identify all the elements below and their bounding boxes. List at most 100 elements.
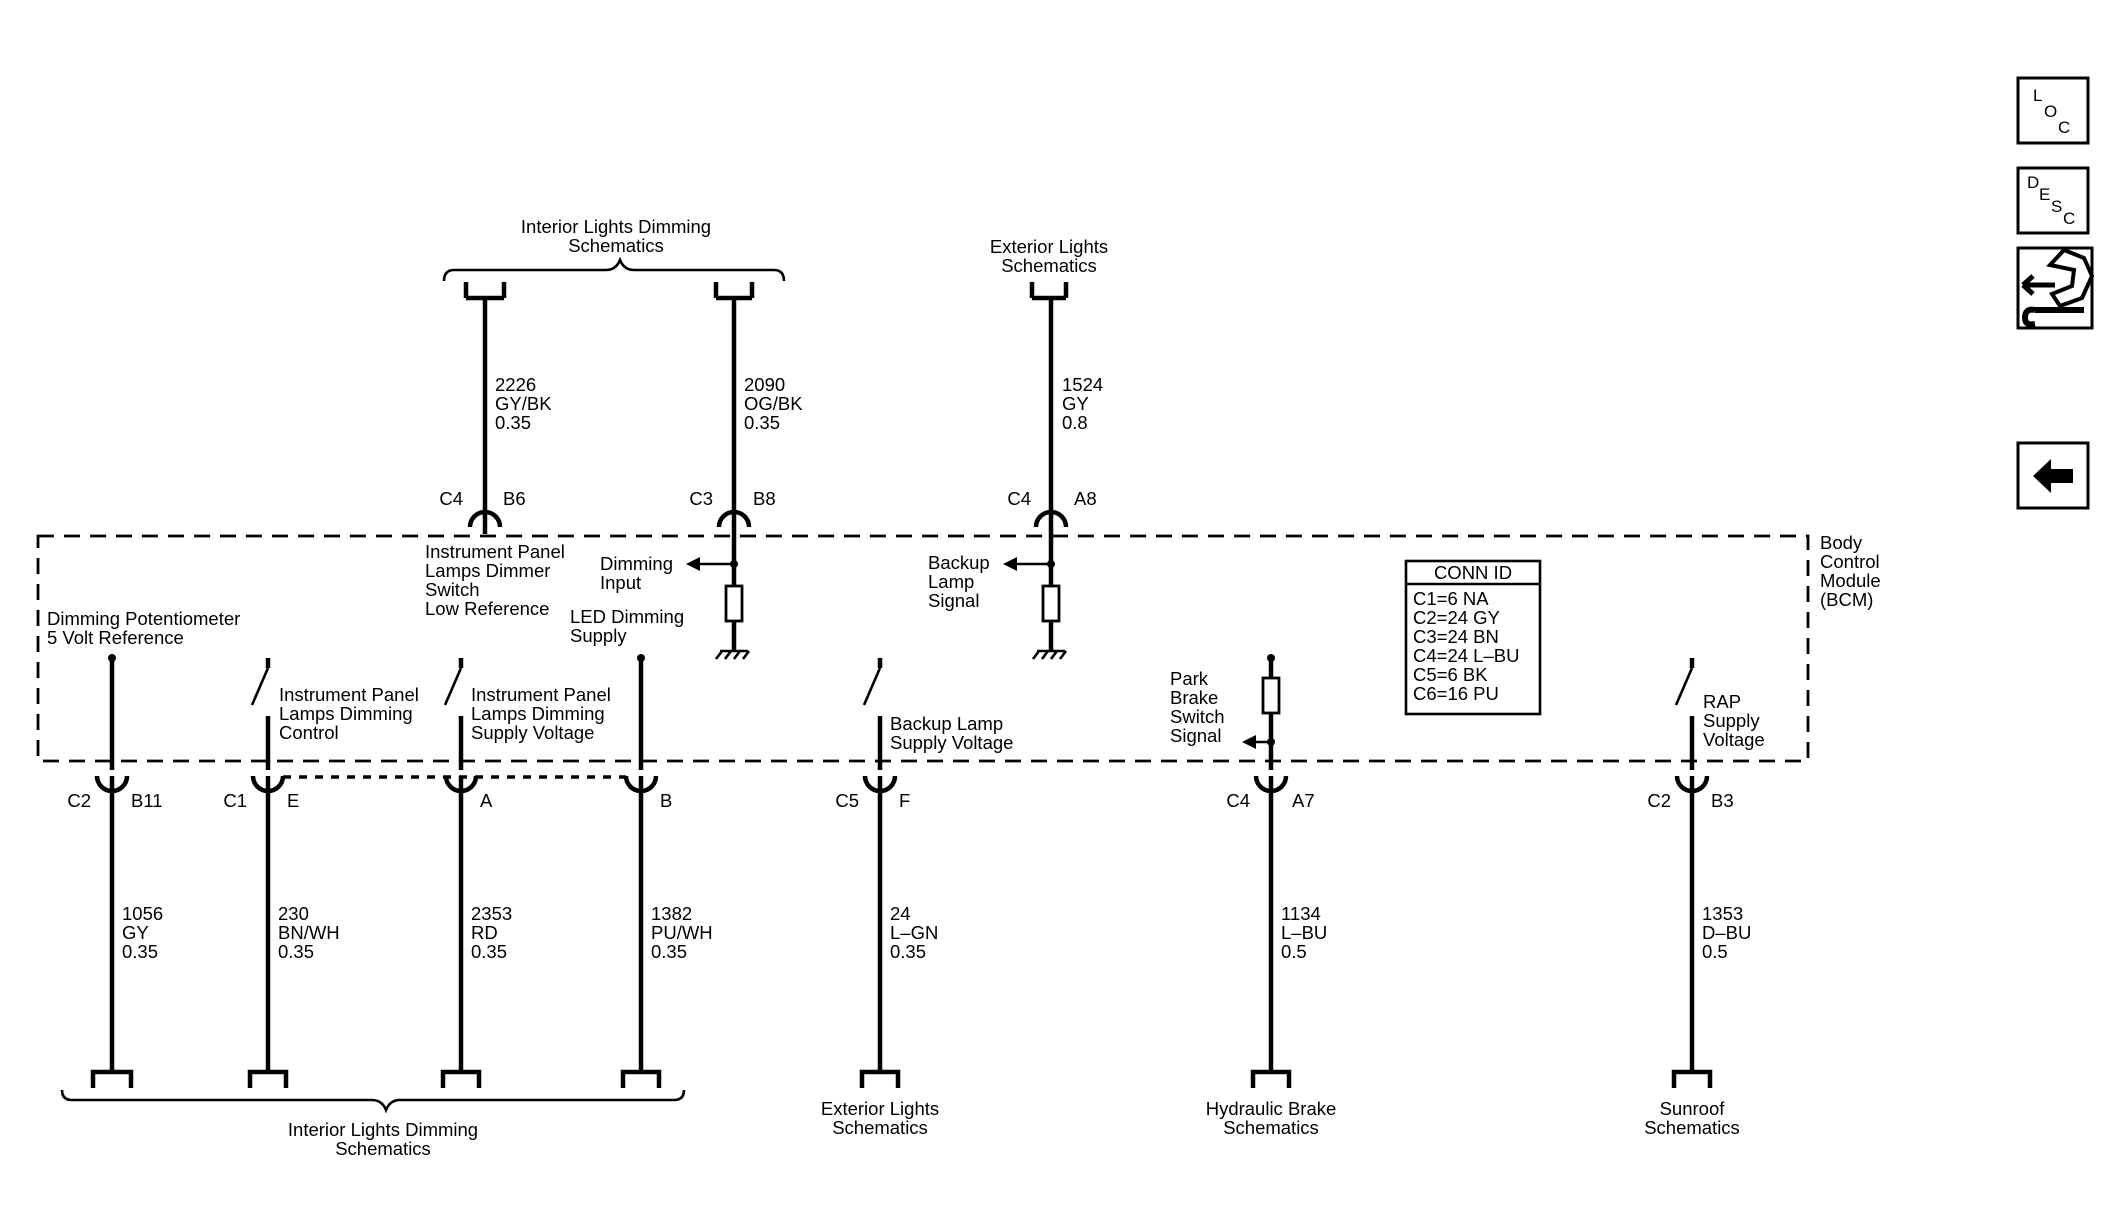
- bottom-ref-exterior-lights[interactable]: Exterior Lights Schematics: [821, 1069, 939, 1138]
- ref-title: Exterior Lights: [821, 1098, 939, 1119]
- wire-color: L–GN: [890, 922, 938, 943]
- bottom-ref-hydraulic-brake[interactable]: Hydraulic Brake Schematics: [1206, 1069, 1337, 1138]
- svg-text:C: C: [2058, 118, 2070, 137]
- ref-title: Interior Lights Dimming: [288, 1119, 478, 1140]
- top-ref-exterior-lights[interactable]: Exterior Lights Schematics: [990, 236, 1108, 301]
- ground-icon: [1031, 649, 1068, 660]
- wire-color: PU/WH: [651, 922, 713, 943]
- bottom-wire-1353[interactable]: C2 B3 1353 D–BU 0.5: [1647, 775, 1751, 1072]
- svg-text:C: C: [2063, 209, 2075, 228]
- svg-text:5 Volt Reference: 5 Volt Reference: [47, 627, 184, 648]
- svg-text:Low Reference: Low Reference: [425, 598, 549, 619]
- ref-connector-symbol: [620, 1069, 662, 1088]
- ref-subtitle: Schematics: [1001, 255, 1097, 276]
- circuit-number: 1353: [1702, 903, 1743, 924]
- ref-title: Sunroof: [1660, 1098, 1726, 1119]
- svg-text:Lamps Dimming: Lamps Dimming: [471, 703, 605, 724]
- ref-connector-symbol: [247, 1069, 289, 1088]
- description-button[interactable]: D E S C: [2016, 166, 2090, 235]
- svg-text:D: D: [2027, 173, 2039, 192]
- circuit-number: 1524: [1062, 374, 1103, 395]
- ref-subtitle: Schematics: [335, 1138, 431, 1159]
- top-wire-2226[interactable]: 2226 GY/BK 0.35 C4 B6: [439, 298, 552, 534]
- bottom-ref-sunroof[interactable]: Sunroof Schematics: [1644, 1069, 1740, 1138]
- connector-id: C3: [689, 488, 713, 509]
- led-supply-pin-circuit: [637, 654, 645, 770]
- wire-color: D–BU: [1702, 922, 1751, 943]
- conn-id-table: CONN ID C1=6 NA C2=24 GY C3=24 BN C4=24 …: [1404, 559, 1542, 716]
- top-wire-1524[interactable]: 1524 GY 0.8 C4 A8: [1007, 298, 1103, 534]
- module-label: (BCM): [1820, 589, 1873, 610]
- svg-text:Signal: Signal: [1170, 725, 1221, 746]
- resistor-symbol: [1041, 584, 1061, 623]
- svg-text:Lamps Dimmer: Lamps Dimmer: [425, 560, 550, 581]
- rap-supply-circuit: RAP Supply Voltage: [1674, 658, 1765, 770]
- svg-text:Supply: Supply: [570, 625, 627, 646]
- wire-gauge: 0.35: [471, 941, 507, 962]
- wire-gauge: 0.5: [1702, 941, 1728, 962]
- bottom-ref-interior-dimming[interactable]: Interior Lights Dimming Schematics: [60, 1069, 686, 1159]
- switch-icon: [443, 667, 463, 706]
- circuit-number: 24: [890, 903, 911, 924]
- svg-text:Instrument Panel: Instrument Panel: [471, 684, 611, 705]
- wire-gauge: 0.5: [1281, 941, 1307, 962]
- bottom-wire-1382[interactable]: B 1382 PU/WH 0.35: [623, 775, 713, 1072]
- connector-id: C4: [439, 488, 463, 509]
- wire-color: OG/BK: [744, 393, 803, 414]
- left-arrow-icon: [2033, 459, 2073, 493]
- connector-tools-icon[interactable]: [2016, 246, 2095, 330]
- ref-connector-symbol: [1250, 1069, 1292, 1088]
- svg-text:Backup: Backup: [928, 552, 990, 573]
- pin-id: A: [480, 790, 493, 811]
- bottom-wire-2353[interactable]: A 2353 RD 0.35: [443, 775, 512, 1072]
- svg-text:S: S: [2051, 197, 2062, 216]
- bottom-wire-24[interactable]: C5 F 24 L–GN 0.35: [835, 775, 938, 1072]
- wire-gauge: 0.35: [890, 941, 926, 962]
- wire-gauge: 0.8: [1062, 412, 1088, 433]
- circuit-number: 1056: [122, 903, 163, 924]
- bottom-wire-1134[interactable]: C4 A7 1134 L–BU 0.5: [1226, 775, 1327, 1072]
- ip-dimmer-low-reference: Instrument Panel Lamps Dimmer Switch Low…: [425, 541, 565, 619]
- ref-connector-symbol: [463, 282, 507, 301]
- conn-id-title: CONN ID: [1434, 562, 1512, 583]
- ref-subtitle: Schematics: [1223, 1117, 1319, 1138]
- svg-text:Lamp: Lamp: [928, 571, 974, 592]
- svg-text:O: O: [2044, 102, 2057, 121]
- bottom-wire-230[interactable]: C1 E 230 BN/WH 0.35: [223, 775, 340, 1072]
- top-ref-interior-dimming[interactable]: Interior Lights Dimming Schematics: [442, 216, 786, 301]
- top-wire-2090[interactable]: 2090 OG/BK 0.35 C3 B8: [689, 298, 803, 534]
- svg-text:Supply Voltage: Supply Voltage: [890, 732, 1013, 753]
- ref-title: Interior Lights Dimming: [521, 216, 711, 237]
- ref-subtitle: Schematics: [832, 1117, 928, 1138]
- ref-title: Exterior Lights: [990, 236, 1108, 257]
- arrow-left-icon: [1003, 557, 1017, 571]
- conn-id-row: C5=6 BK: [1413, 664, 1488, 685]
- bcm-module-boundary: [36, 534, 1810, 763]
- arrow-left-icon: [686, 557, 700, 571]
- backup-lamp-signal-circuit: Backup Lamp Signal: [928, 534, 1068, 660]
- svg-text:Instrument Panel: Instrument Panel: [425, 541, 565, 562]
- location-button[interactable]: L O C: [2016, 76, 2090, 145]
- connector-id: C2: [67, 790, 91, 811]
- pin-id: B11: [131, 790, 163, 811]
- svg-text:Instrument Panel: Instrument Panel: [279, 684, 419, 705]
- pin-id: B6: [503, 488, 526, 509]
- ref-connector-symbol: [90, 1069, 134, 1088]
- wire-color: GY: [122, 922, 149, 943]
- circuit-number: 2353: [471, 903, 512, 924]
- ref-connector-symbol: [713, 282, 755, 301]
- svg-text:Switch: Switch: [425, 579, 480, 600]
- connector-id: C4: [1226, 790, 1250, 811]
- wire-gauge: 0.35: [495, 412, 531, 433]
- arrow-left-icon: [1242, 735, 1256, 749]
- svg-text:E: E: [2039, 185, 2050, 204]
- bottom-wire-1056[interactable]: C2 B11 1056 GY 0.35: [67, 775, 163, 1072]
- connector-id: C4: [1007, 488, 1031, 509]
- back-button[interactable]: [2016, 441, 2090, 510]
- pin-id: E: [287, 790, 299, 811]
- wire-gauge: 0.35: [278, 941, 314, 962]
- pot-5v-reference-circuit: Dimming Potentiometer 5 Volt Reference: [47, 608, 240, 770]
- wire-gauge: 0.35: [122, 941, 158, 962]
- conn-id-row: C6=16 PU: [1413, 683, 1499, 704]
